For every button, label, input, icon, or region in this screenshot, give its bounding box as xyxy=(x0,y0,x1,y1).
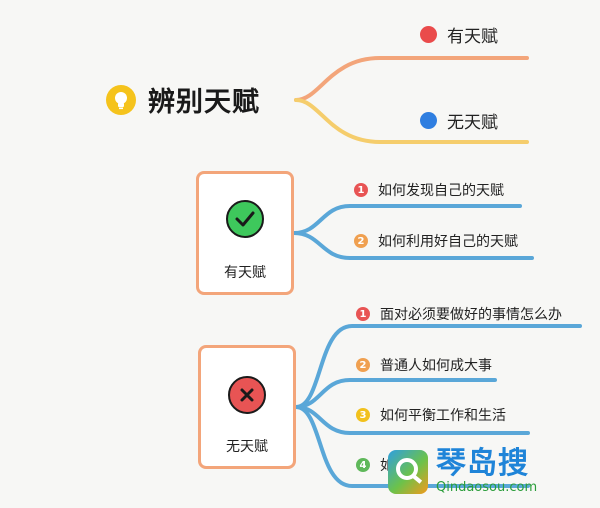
connector-card2-item2 xyxy=(294,378,497,409)
lightbulb-icon xyxy=(106,84,136,115)
branch-untalented: 无天赋 xyxy=(420,108,498,133)
card-label: 有天赋 xyxy=(224,265,266,281)
number-badge: 2 xyxy=(354,234,368,248)
item-text: 如何发现自己的天赋 xyxy=(378,183,504,199)
number-badge: 4 xyxy=(356,458,370,472)
card-untalented: 无天赋 xyxy=(198,345,296,469)
list-item: 2 普通人如何成大事 xyxy=(356,355,492,375)
logo-q-icon xyxy=(388,450,428,494)
page-title: 辨别天赋 xyxy=(148,87,260,118)
connector-card1-item1 xyxy=(292,204,522,235)
watermark-sub: Qindaosou.com xyxy=(436,480,538,495)
connector-card2-item4 xyxy=(294,405,530,488)
title-node: 辨别天赋 xyxy=(106,80,260,119)
number-badge: 2 xyxy=(356,358,370,372)
branch-talented: 有天赋 xyxy=(420,22,498,47)
list-item: 2 如何利用好自己的天赋 xyxy=(354,231,518,251)
item-text: 面对必须要做好的事情怎么办 xyxy=(380,307,562,323)
number-badge: 1 xyxy=(354,183,368,197)
blue-dot-icon xyxy=(420,112,437,129)
branch-label: 有天赋 xyxy=(447,27,498,47)
list-item: 3 如何平衡工作和生活 xyxy=(356,405,506,425)
check-icon xyxy=(226,200,264,238)
item-text: 普通人如何成大事 xyxy=(380,358,492,374)
number-badge: 1 xyxy=(356,307,370,321)
list-item: 1 面对必须要做好的事情怎么办 xyxy=(356,304,562,324)
connector-branch-1 xyxy=(294,56,529,102)
list-item: 1 如何发现自己的天赋 xyxy=(354,180,504,200)
item-text: 如何平衡工作和生活 xyxy=(380,408,506,424)
item-text: 如何利用好自己的天赋 xyxy=(378,234,518,250)
red-dot-icon xyxy=(420,26,437,43)
branch-label: 无天赋 xyxy=(447,113,498,133)
watermark-logo: 琴岛搜 Qindaosou.com xyxy=(388,448,537,496)
connector-card2-item1 xyxy=(294,324,582,409)
cross-icon xyxy=(228,376,266,414)
connector-branch-2 xyxy=(294,98,529,144)
card-talented: 有天赋 xyxy=(196,171,294,295)
number-badge: 3 xyxy=(356,408,370,422)
connector-card1-item2 xyxy=(292,231,534,260)
watermark-main: 琴岛搜 xyxy=(436,446,529,481)
card-label: 无天赋 xyxy=(226,439,268,455)
